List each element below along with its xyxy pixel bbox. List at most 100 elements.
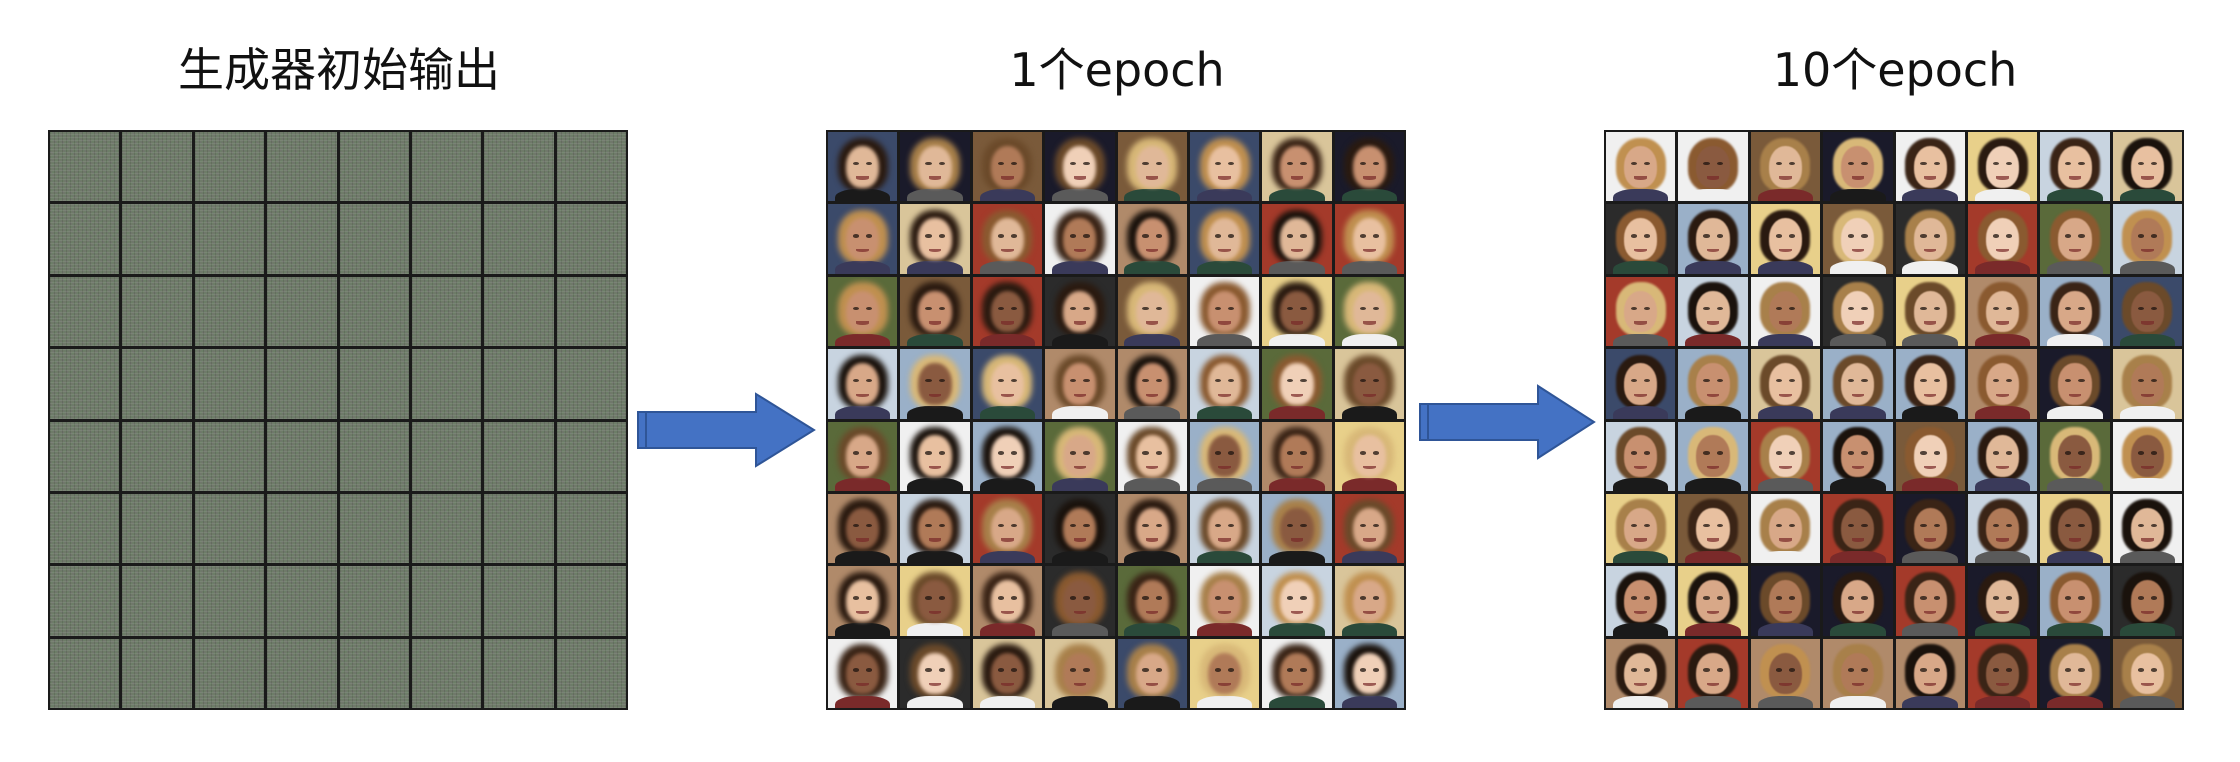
noise-image-tile	[484, 566, 554, 636]
generated-face-tile	[1967, 566, 2038, 636]
generated-face-tile	[1823, 638, 1893, 708]
noise-image-tile	[194, 276, 265, 347]
noise-image-tile	[122, 276, 192, 347]
noise-image-tile	[484, 493, 554, 564]
noise-image-tile	[411, 566, 482, 636]
generated-face-tile	[2112, 204, 2182, 274]
generated-face-tile	[1823, 493, 1893, 564]
generated-face-tile	[1189, 349, 1260, 419]
noise-image-tile	[50, 349, 120, 419]
noise-image-tile	[556, 638, 626, 708]
generated-face-tile	[1334, 566, 1404, 636]
noise-image-tile	[50, 276, 120, 347]
right-arrow-icon	[1419, 384, 1596, 460]
generated-face-tile	[1678, 421, 1748, 491]
generated-face-tile	[1334, 204, 1404, 274]
generated-face-tile	[2112, 132, 2182, 202]
generated-face-tile	[1117, 566, 1187, 636]
generated-face-tile	[900, 566, 970, 636]
noise-image-tile	[122, 349, 192, 419]
generated-face-tile	[1895, 132, 1965, 202]
noise-image-tile	[194, 132, 265, 202]
generated-face-tile	[1045, 493, 1115, 564]
generated-face-tile	[2112, 421, 2182, 491]
generated-face-tile	[1334, 349, 1404, 419]
generated-face-tile	[1967, 204, 2038, 274]
generated-face-tile	[828, 132, 898, 202]
generated-face-tile	[828, 566, 898, 636]
generated-face-tile	[1189, 132, 1260, 202]
noise-image-tile	[339, 276, 409, 347]
generated-face-tile	[972, 638, 1043, 708]
noise-image-tile	[484, 349, 554, 419]
generated-face-tile	[1117, 349, 1187, 419]
generated-face-tile	[972, 276, 1043, 347]
generated-face-tile	[1262, 349, 1332, 419]
generated-face-tile	[1750, 493, 1821, 564]
noise-image-tile	[50, 204, 120, 274]
noise-image-tile	[556, 349, 626, 419]
noise-image-tile	[411, 204, 482, 274]
noise-image-tile	[194, 204, 265, 274]
generated-face-tile	[1895, 349, 1965, 419]
generated-face-tile	[1750, 638, 1821, 708]
generated-face-tile	[1606, 204, 1676, 274]
initial-noise-grid	[48, 130, 628, 710]
generated-face-tile	[1262, 566, 1332, 636]
generated-face-tile	[828, 421, 898, 491]
noise-image-tile	[556, 566, 626, 636]
noise-image-tile	[484, 638, 554, 708]
generated-face-tile	[828, 349, 898, 419]
noise-image-tile	[50, 638, 120, 708]
generated-face-tile	[1678, 493, 1748, 564]
generated-face-tile	[900, 132, 970, 202]
noise-image-tile	[267, 493, 337, 564]
generated-face-tile	[900, 421, 970, 491]
generated-face-tile	[1606, 421, 1676, 491]
generated-face-tile	[2040, 493, 2110, 564]
generated-face-tile	[2112, 566, 2182, 636]
generated-face-tile	[1334, 132, 1404, 202]
generated-face-tile	[1117, 493, 1187, 564]
generated-face-tile	[1895, 638, 1965, 708]
generated-face-tile	[1045, 566, 1115, 636]
generated-face-tile	[900, 638, 970, 708]
generated-face-tile	[1967, 493, 2038, 564]
noise-image-tile	[339, 132, 409, 202]
noise-image-tile	[411, 132, 482, 202]
title-10-epoch: 10个epoch	[1772, 43, 2018, 97]
noise-image-tile	[339, 493, 409, 564]
noise-image-tile	[122, 566, 192, 636]
generated-face-tile	[1045, 349, 1115, 419]
noise-image-tile	[484, 276, 554, 347]
generated-face-tile	[1262, 638, 1332, 708]
noise-image-tile	[411, 276, 482, 347]
generated-face-tile	[1678, 349, 1748, 419]
generated-face-tile	[1262, 276, 1332, 347]
generated-face-tile	[1895, 493, 1965, 564]
noise-image-tile	[411, 493, 482, 564]
generated-face-tile	[1823, 349, 1893, 419]
generated-face-tile	[972, 349, 1043, 419]
generated-face-tile	[1895, 276, 1965, 347]
generated-face-tile	[972, 566, 1043, 636]
noise-image-tile	[267, 349, 337, 419]
generated-face-tile	[828, 493, 898, 564]
generated-face-tile	[1117, 276, 1187, 347]
noise-image-tile	[411, 638, 482, 708]
title-generator-initial-output: 生成器初始输出	[178, 43, 500, 97]
epoch-1-samples-grid	[826, 130, 1406, 710]
noise-image-tile	[194, 638, 265, 708]
generated-face-tile	[972, 132, 1043, 202]
generated-face-tile	[1334, 421, 1404, 491]
generated-face-tile	[1606, 566, 1676, 636]
noise-image-tile	[194, 421, 265, 491]
noise-image-tile	[484, 421, 554, 491]
noise-image-tile	[267, 638, 337, 708]
generated-face-tile	[1189, 421, 1260, 491]
generated-face-tile	[1117, 132, 1187, 202]
noise-image-tile	[122, 421, 192, 491]
generated-face-tile	[828, 638, 898, 708]
noise-image-tile	[122, 204, 192, 274]
generated-face-tile	[1823, 204, 1893, 274]
